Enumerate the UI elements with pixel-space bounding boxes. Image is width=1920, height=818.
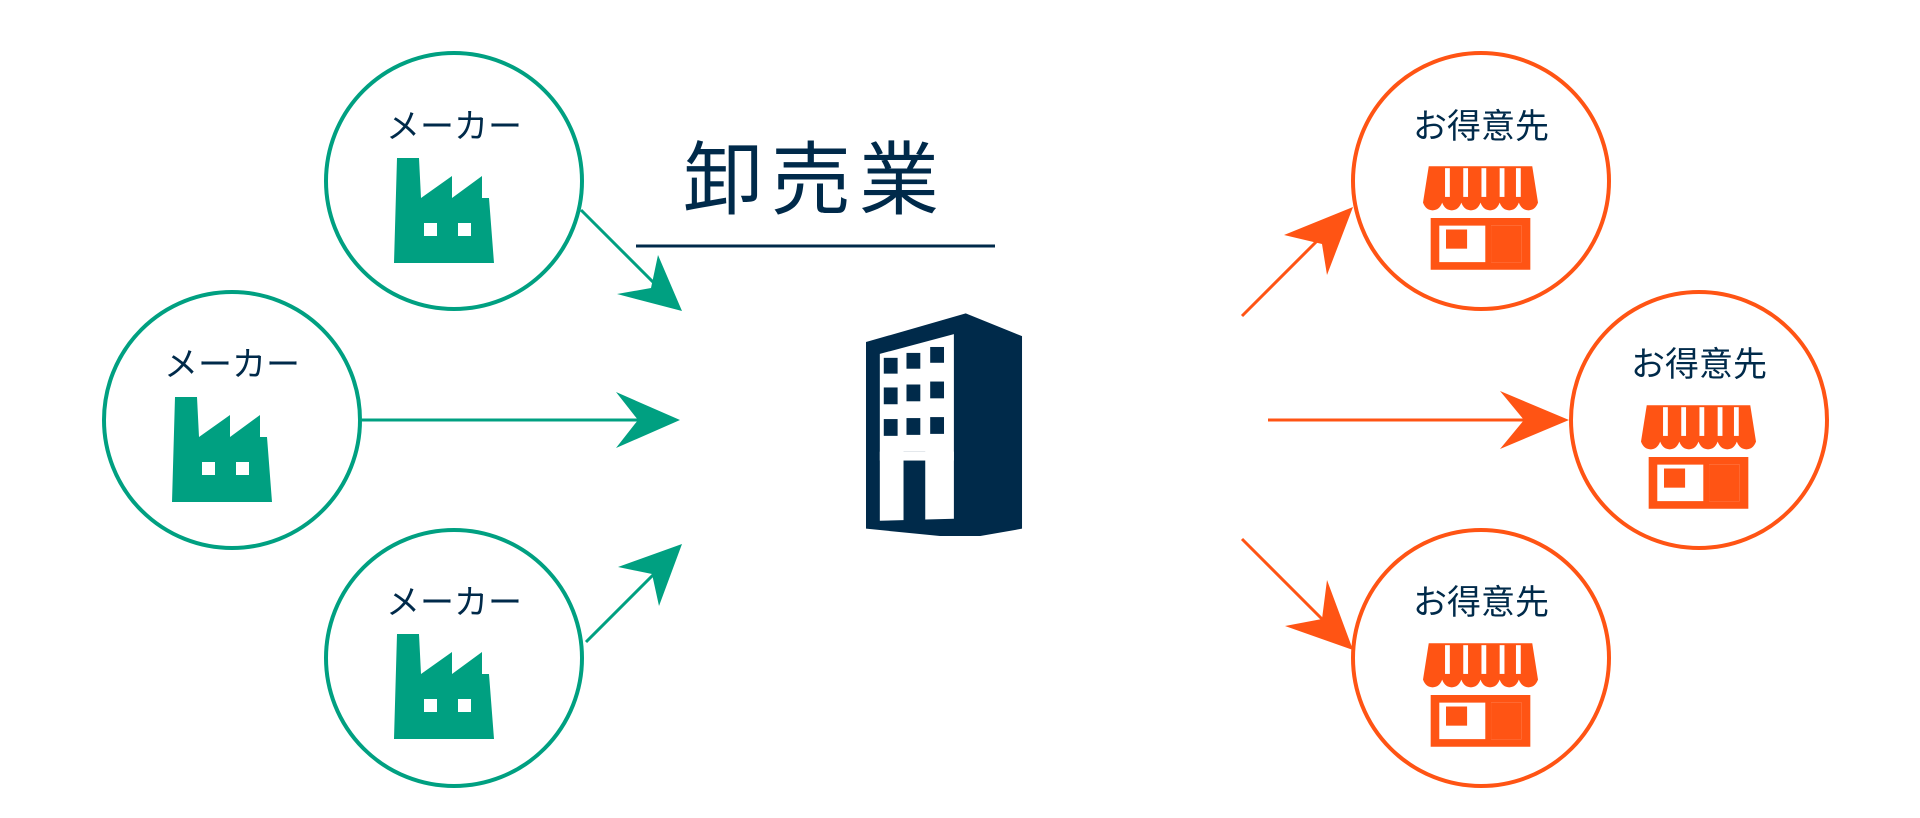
customer-node: お得意先 xyxy=(1569,290,1829,550)
arrow-maker-bottom xyxy=(584,544,682,644)
customer-circle xyxy=(1351,51,1611,311)
customer-label: お得意先 xyxy=(1413,107,1549,147)
customer-circle xyxy=(1569,290,1829,550)
factory-icon xyxy=(394,158,494,263)
maker-label: メーカー xyxy=(164,345,300,385)
shop-icon xyxy=(1423,166,1538,270)
maker-node: メーカー xyxy=(324,51,584,311)
maker-circle xyxy=(324,51,584,311)
shop-icon xyxy=(1423,643,1538,747)
maker-node: メーカー xyxy=(102,290,362,550)
maker-circle xyxy=(102,290,362,550)
shop-icon xyxy=(1641,405,1756,509)
arrow-customer-bottom xyxy=(1240,537,1353,650)
customer-circle xyxy=(1351,528,1611,788)
customer-node: お得意先 xyxy=(1351,51,1611,311)
customer-label: お得意先 xyxy=(1631,345,1767,385)
customer-arrows xyxy=(1240,207,1569,650)
arrow-customer-middle xyxy=(1268,391,1569,449)
title-group: 卸売業 xyxy=(636,134,995,248)
factory-icon xyxy=(394,634,494,739)
maker-arrows xyxy=(362,208,682,644)
customer-node: お得意先 xyxy=(1351,528,1611,788)
diagram-title: 卸売業 xyxy=(683,134,947,227)
maker-circle xyxy=(324,528,584,788)
arrow-maker-middle xyxy=(362,392,680,448)
maker-node: メーカー xyxy=(324,528,584,788)
arrow-maker-top xyxy=(579,208,682,311)
maker-label: メーカー xyxy=(386,107,522,147)
customer-label: お得意先 xyxy=(1413,583,1549,623)
factory-icon xyxy=(172,397,272,502)
arrow-customer-top xyxy=(1240,207,1353,318)
office-building-icon xyxy=(866,313,1023,536)
maker-label: メーカー xyxy=(386,583,522,623)
